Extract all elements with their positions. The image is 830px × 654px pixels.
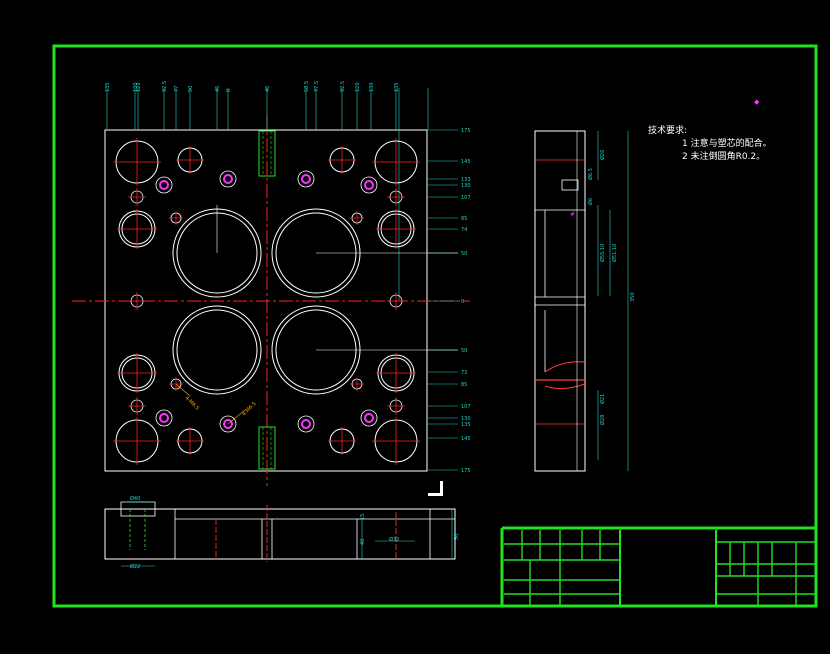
front-dim-label: 50	[454, 534, 460, 540]
core-pin-hole-marker	[159, 180, 169, 190]
ucs-icon: ◆	[754, 98, 760, 106]
top-dim-label: 135	[394, 82, 400, 92]
top-dim-label: 120	[355, 82, 361, 92]
right-dim-label: 50	[461, 251, 467, 257]
core-pin-hole-outer	[360, 409, 378, 427]
front-dim-label: 40	[360, 539, 366, 545]
side-pin-detail	[561, 179, 579, 191]
side-dim-label: Ø6	[587, 198, 594, 205]
right-dim-label: 107	[461, 404, 471, 410]
top-dim-label: 45	[265, 86, 271, 92]
top-dim-label: 120	[136, 82, 142, 92]
front-dim-label: 15	[360, 514, 366, 520]
top-dim-label: 0	[226, 89, 232, 92]
front-dim-label: Ø22	[130, 563, 140, 570]
top-dim-label: 130	[133, 82, 139, 92]
right-dim-label: 74	[461, 227, 467, 233]
drawing-border	[52, 44, 818, 608]
core-pin-hole-outer	[297, 415, 315, 433]
side-view-outline	[534, 130, 586, 472]
front-dim-label: Ø32	[389, 536, 399, 543]
sprue-slot-top	[258, 130, 276, 177]
top-dim-label: 135	[105, 82, 111, 92]
top-dim-label: 77	[174, 86, 180, 92]
core-pin-hole-outer	[155, 176, 173, 194]
top-dim-label: 58.5	[304, 81, 310, 92]
right-dim-label: 85	[461, 216, 467, 222]
right-dim-label: 73	[461, 370, 467, 376]
core-pin-hole-outer	[219, 415, 237, 433]
core-pin-hole-outer	[155, 409, 173, 427]
right-dim-label: 175	[461, 128, 471, 134]
side-dim-label: Ø21	[599, 394, 606, 404]
core-pin-hole-marker	[223, 419, 233, 429]
core-pin-hole-marker	[301, 419, 311, 429]
notes-title: 技术要求:	[648, 126, 688, 136]
view-corner-marker	[428, 481, 443, 496]
note-item-1: 1 注意与塑芯的配合。	[682, 139, 772, 149]
right-dim-label: 0	[461, 299, 464, 305]
section-profile	[544, 383, 586, 390]
top-dim-label: 92.5	[340, 81, 346, 92]
section-profile	[544, 361, 586, 373]
core-pin-hole-marker	[364, 180, 374, 190]
right-dim-label: 145	[461, 159, 471, 165]
top-dim-label: 92.5	[162, 81, 168, 92]
core-pin-hole-outer	[219, 170, 237, 188]
cavity-circle-inner	[176, 309, 258, 391]
right-dim-label: 107	[461, 195, 471, 201]
core-pin-hole-outer	[360, 176, 378, 194]
right-dim-label: 175	[461, 468, 471, 474]
right-dim-label: 50	[461, 348, 467, 354]
core-pin-hole-marker	[159, 413, 169, 423]
right-dim-label: 130	[461, 183, 471, 189]
right-dim-label: 135	[461, 422, 471, 428]
technical-requirements: 技术要求: 1 注意与塑芯的配合。 2 未注倒圆角R0.2。	[648, 125, 772, 164]
top-dim-label: 45	[215, 86, 221, 92]
side-dim-label: Ø55.10	[599, 244, 606, 262]
core-pin-hole-marker	[223, 174, 233, 184]
callout-leader	[175, 383, 191, 397]
cavity-circle-outer	[172, 305, 262, 395]
top-dim-label: 77.5	[314, 81, 320, 92]
side-dim-label: 350	[630, 292, 636, 302]
title-block	[500, 526, 816, 606]
side-dim-label: Ø28	[599, 415, 606, 425]
side-dim-label: Ø26	[599, 150, 606, 160]
top-dim-label: 50	[188, 86, 194, 92]
hole-callout-label: 4-M6.5	[241, 401, 257, 417]
right-dim-label: 130	[461, 416, 471, 422]
right-dim-label: 85	[461, 382, 467, 388]
hole-callout-label: 4-M6.5	[184, 395, 200, 411]
core-pin-hole-marker	[301, 174, 311, 184]
note-item-2: 2 未注倒圆角R0.2。	[682, 152, 766, 162]
front-dim-label: Ø40	[130, 495, 140, 502]
side-dim-label: Ø51.10	[611, 244, 618, 262]
side-dim-label: Ø6.5	[587, 168, 594, 180]
callout-leader	[227, 409, 246, 425]
right-dim-label: 133	[461, 177, 471, 183]
top-dim-label: 130	[369, 82, 375, 92]
front-view-outline	[104, 508, 456, 560]
sprue-slot-bottom	[258, 426, 276, 470]
right-dim-label: 145	[461, 436, 471, 442]
side-marker: #	[570, 211, 575, 218]
core-pin-hole-outer	[297, 170, 315, 188]
core-pin-hole-marker	[364, 413, 374, 423]
